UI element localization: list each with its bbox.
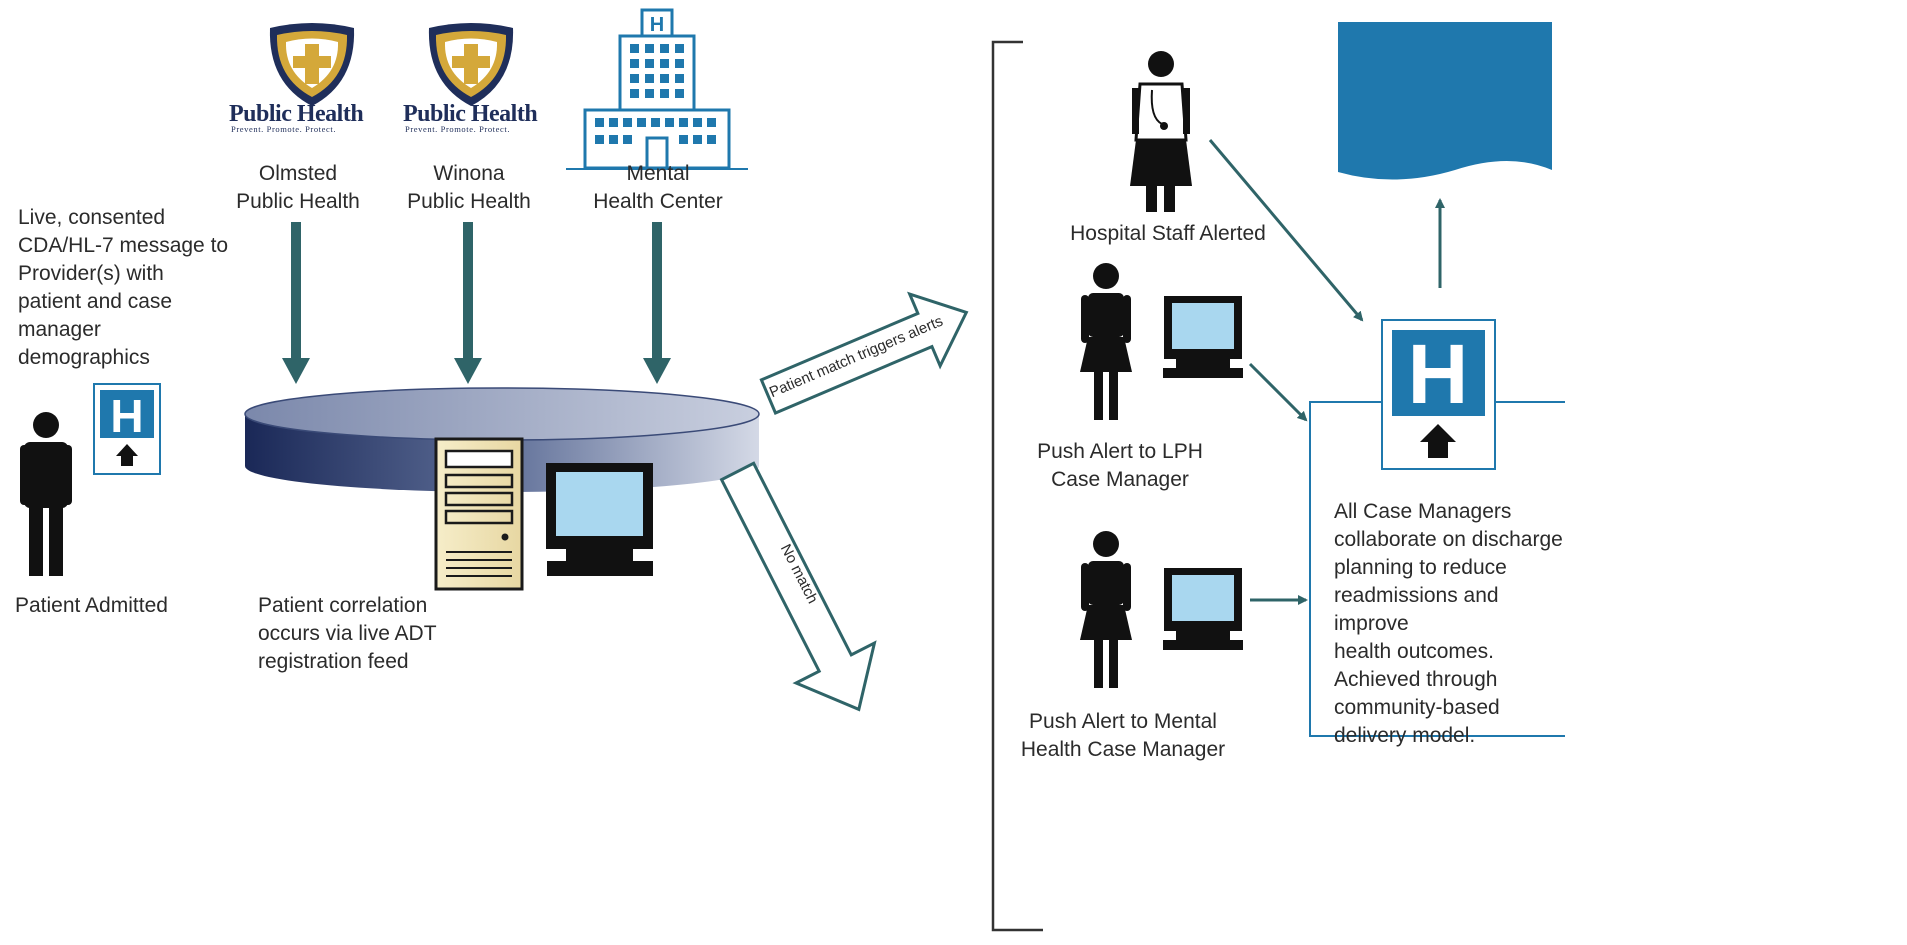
correlation-description: Patient correlation occurs via live ADT … bbox=[258, 594, 437, 673]
hospital-sign-icon: H bbox=[1381, 319, 1496, 470]
winona-label: Winona Public Health bbox=[407, 162, 531, 213]
hospital-staff-alert-label: Hospital Staff Alerted bbox=[1070, 222, 1266, 245]
olmsted-logo-text: Public Health bbox=[229, 101, 364, 127]
person-icon bbox=[1080, 531, 1132, 688]
lph-alert-label: Push Alert to LPH Case Manager bbox=[1037, 440, 1203, 491]
match-arrow bbox=[759, 291, 969, 415]
winona-logo-tagline: Prevent. Promote. Protect. bbox=[405, 124, 511, 134]
source-arrows bbox=[282, 222, 671, 384]
alerts-bracket bbox=[991, 40, 1043, 932]
outcome-box bbox=[1309, 401, 1565, 737]
svg-text:H: H bbox=[110, 390, 143, 442]
mental-health-center-label: Mental Health Center bbox=[593, 162, 723, 213]
olmsted-label: Olmsted Public Health bbox=[236, 162, 360, 213]
olmsted-logo-tagline: Prevent. Promote. Protect. bbox=[231, 124, 337, 134]
monitor-icon bbox=[1163, 568, 1243, 650]
public-health-shield-icon bbox=[269, 23, 355, 106]
mental-health-alert-label: Push Alert to Mental Health Case Manager bbox=[1020, 710, 1226, 761]
match-arrow-label: Patient match triggers alerts bbox=[767, 313, 946, 402]
person-icon bbox=[20, 412, 72, 576]
hospital-sign-icon: H bbox=[93, 383, 161, 475]
svg-text:H: H bbox=[1408, 327, 1469, 421]
message-description: Live, consented CDA/HL-7 message to Prov… bbox=[18, 206, 229, 369]
computer-tower-icon bbox=[434, 437, 524, 591]
monitor-icon bbox=[546, 463, 653, 576]
connector-arrows bbox=[1208, 139, 1445, 605]
nurse-icon bbox=[1130, 51, 1192, 212]
monitor-icon bbox=[1163, 296, 1243, 378]
winona-logo-text: Public Health bbox=[403, 101, 538, 127]
person-icon bbox=[1080, 263, 1132, 420]
document-icon bbox=[1338, 22, 1552, 180]
patient-admitted-label: Patient Admitted bbox=[15, 594, 168, 617]
public-health-shield-icon bbox=[428, 23, 514, 106]
outcome-description: All Case Managers collaborate on dischar… bbox=[1334, 500, 1563, 747]
svg-text:H: H bbox=[650, 14, 664, 36]
nomatch-arrow bbox=[719, 461, 877, 712]
hospital-building-icon: H bbox=[566, 8, 748, 170]
